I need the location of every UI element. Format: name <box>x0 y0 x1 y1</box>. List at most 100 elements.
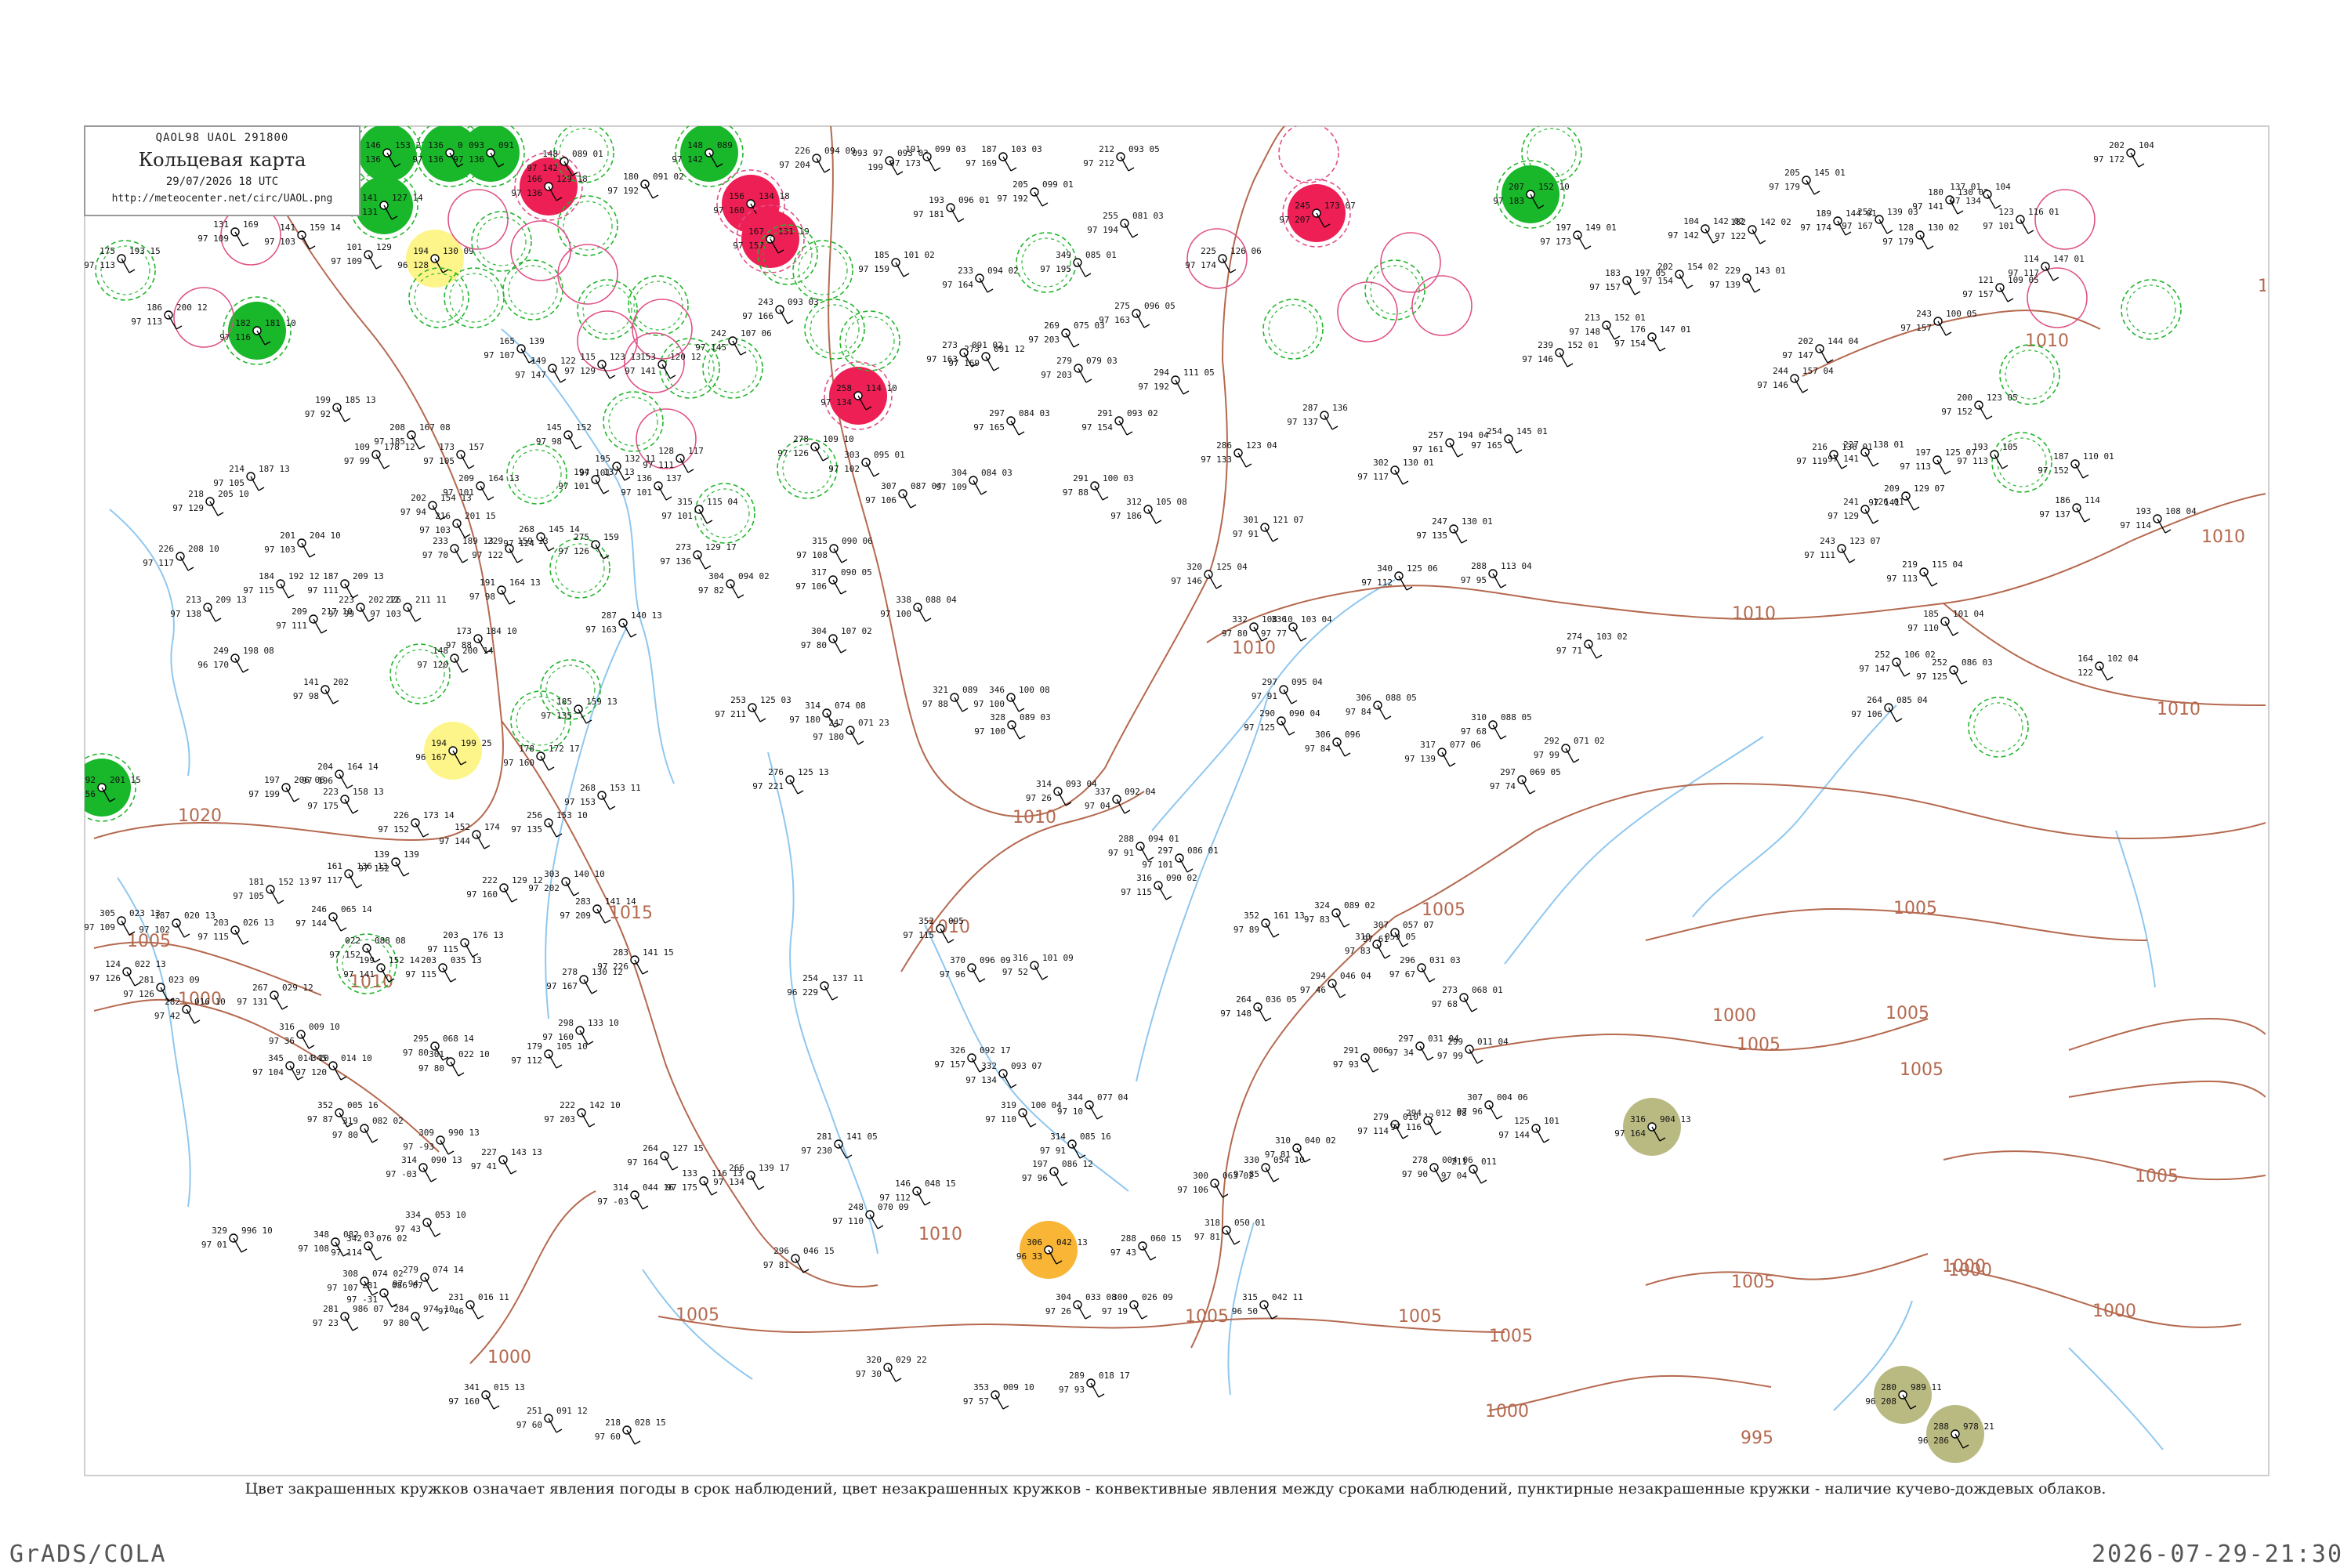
map-url[interactable]: http://meteocenter.net/circ/UAOL.png <box>111 193 333 205</box>
